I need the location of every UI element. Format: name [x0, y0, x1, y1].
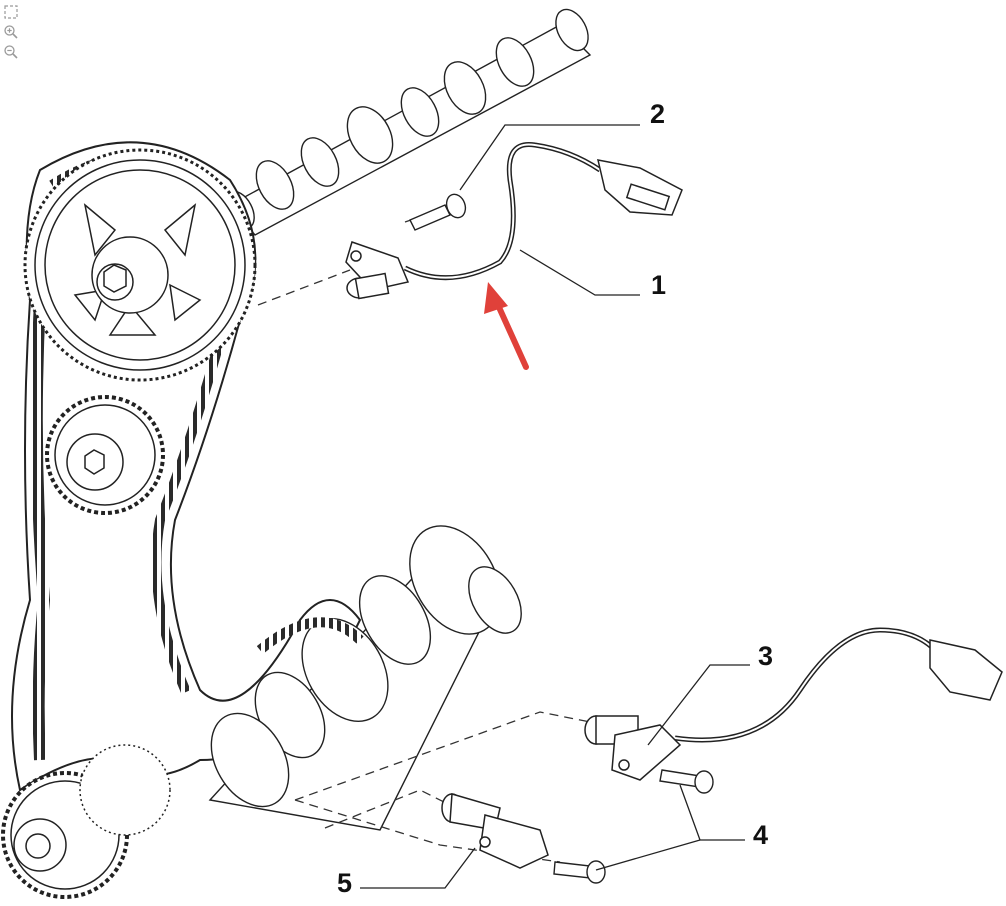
callout-1: 1 [651, 270, 667, 300]
callout-3: 3 [758, 641, 774, 671]
callout-2: 2 [650, 99, 666, 129]
callout-5: 5 [337, 868, 353, 898]
bolt [553, 769, 714, 884]
callout-4: 4 [753, 820, 769, 850]
crankshaft [208, 525, 522, 831]
viewer-toolbar [3, 4, 21, 64]
zoom-in-icon[interactable] [3, 24, 19, 40]
indicator-arrow [484, 282, 529, 370]
bolt [409, 193, 467, 231]
crank-pulley [1, 744, 171, 899]
zoom-out-icon[interactable] [3, 44, 19, 60]
sensor [441, 793, 549, 869]
camshaft [225, 8, 592, 236]
fit-page-icon[interactable] [3, 4, 19, 20]
leader-lines [360, 124, 750, 889]
crankshaft-sensor [584, 627, 1003, 781]
cam-pulley [23, 148, 257, 382]
idler-pulley [45, 395, 165, 515]
camshaft-sensor [345, 141, 683, 300]
